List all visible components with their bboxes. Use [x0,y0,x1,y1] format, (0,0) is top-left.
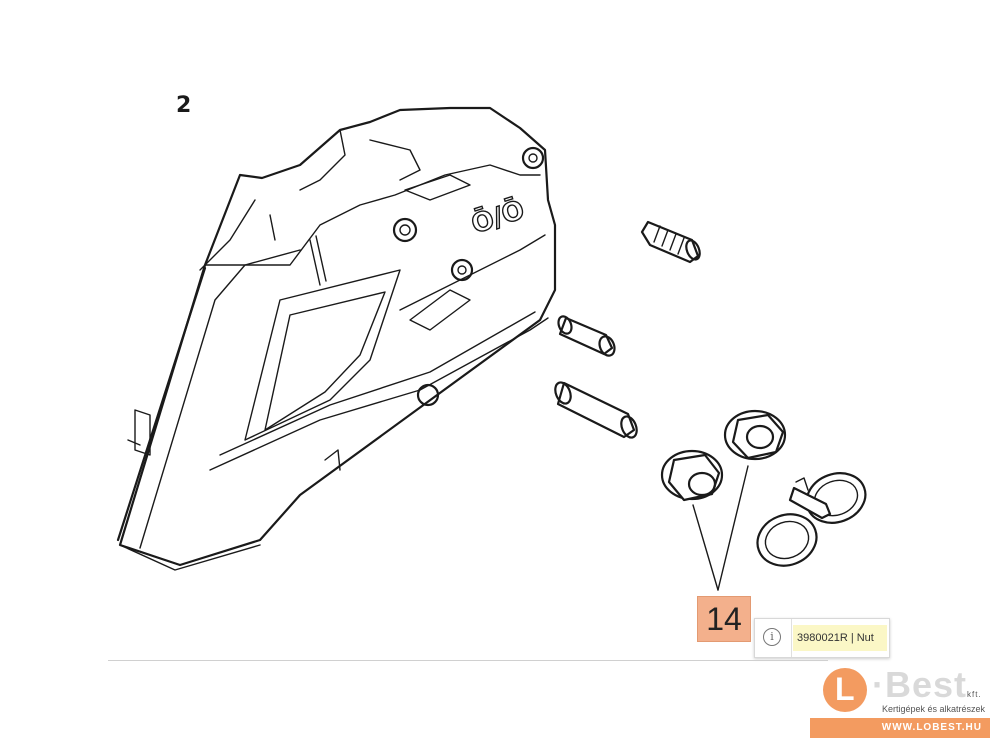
nut-upper [723,409,787,461]
pin-long [554,381,638,439]
sprocket-cover: Ō/Ō [116,106,557,571]
logo-mark: L [823,668,867,712]
stud-bolt [640,220,701,264]
small-clip-part: 2 [176,93,191,118]
pin-short [557,315,616,357]
logo-tagline: Kertigépek és alkatrészek [882,704,986,714]
chain-tensioner [756,472,867,567]
callout-leader-lines [692,465,749,591]
divider [108,660,828,661]
lobest-logo: L ·Bestkft. Kertigépek és alkatrészek WW… [810,660,990,745]
tooltip-text: 3980021R | Nut [793,625,887,651]
logo-url[interactable]: WWW.LOBEST.HU [810,718,990,738]
part-tooltip: i 3980021R | Nut [754,618,890,658]
part-callout-14[interactable]: 14 [697,596,751,642]
info-icon: i [755,619,792,657]
logo-word: ·Bestkft. [872,664,982,705]
nut-lower [660,449,724,502]
